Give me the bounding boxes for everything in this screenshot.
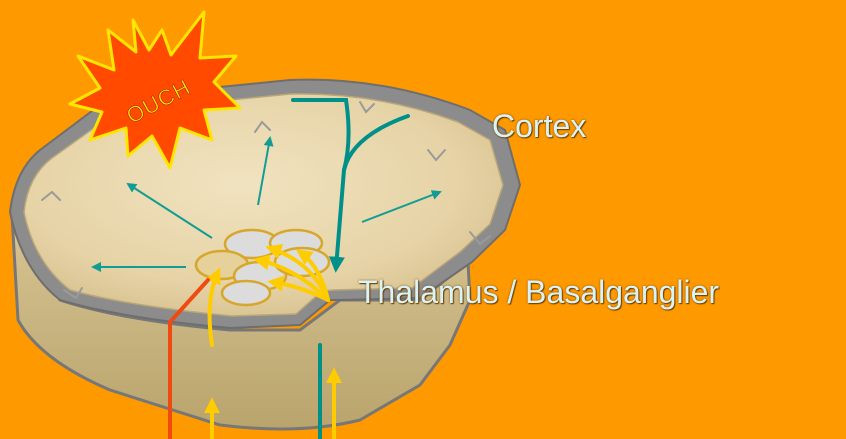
nucleus [222,281,270,305]
thalamus-basal-ganglia-label: Thalamus / Basalganglier [358,274,719,311]
cortex-label: Cortex [492,108,586,145]
